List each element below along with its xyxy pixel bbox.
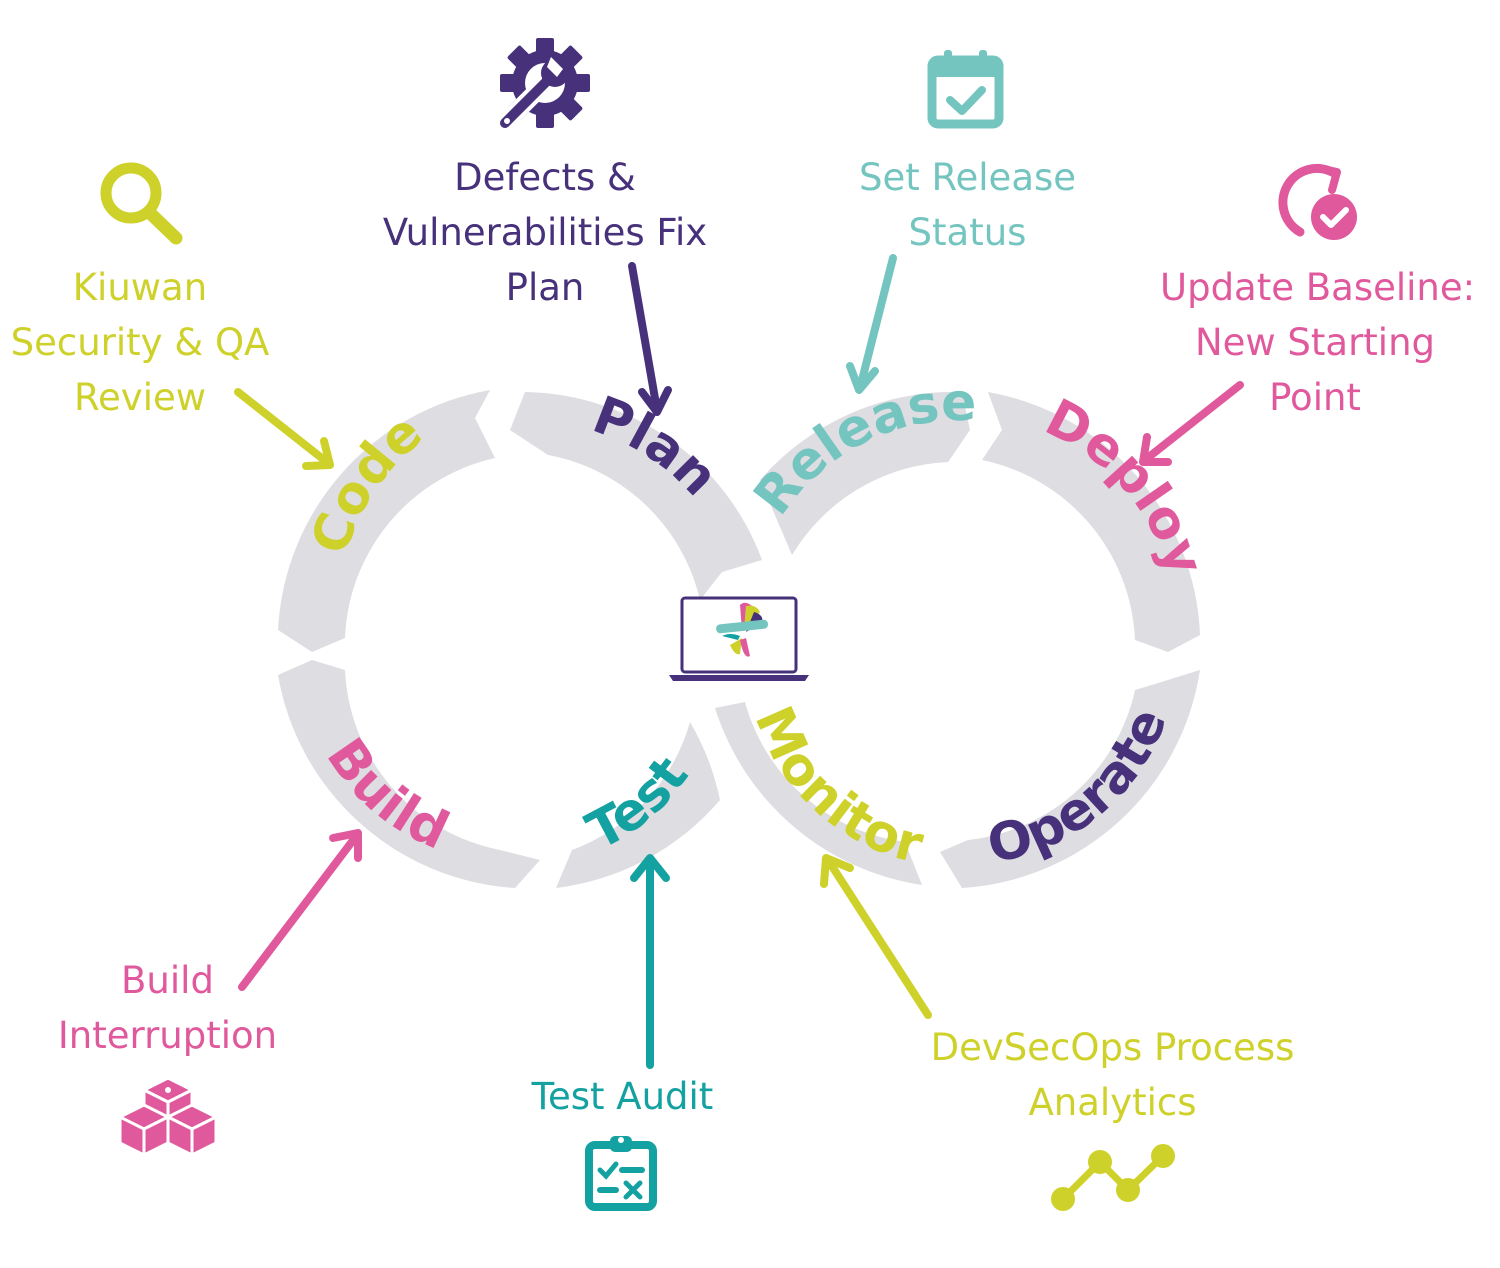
annotation-fix-plan-line: Defects & [454,156,636,199]
arrow-analytics [820,854,932,1019]
annotation-baseline: Update Baseline: New Starting Point [1160,260,1476,425]
segment-deploy [982,392,1200,652]
stacked-cubes-icon [116,1076,220,1158]
line-chart-icon [1051,1144,1175,1211]
annotation-review-line: Kiuwan [72,266,208,309]
annotation-release-status: Set Release Status [840,150,1095,260]
annotation-release-status-line: Status [908,211,1027,254]
annotation-test-audit-line: Test Audit [531,1075,714,1118]
segment-code [278,390,495,652]
annotation-test-audit: Test Audit [515,1069,730,1124]
segment-monitor [715,702,922,885]
annotation-review-line: Review [73,376,206,419]
annotation-analytics: DevSecOps Process Analytics [930,1020,1295,1130]
annotation-analytics-line: DevSecOps Process [930,1026,1295,1069]
annotation-baseline-line: Update Baseline: [1160,266,1476,309]
annotation-baseline-line: New Starting [1194,321,1436,364]
annotation-build-interruption: Build Interruption [50,953,285,1063]
arrow-test-audit [630,854,670,1069]
clipboard-checklist-icon [585,1136,657,1211]
segment-operate [940,670,1200,888]
annotation-fix-plan: Defects & Vulnerabilities Fix Plan [370,150,720,315]
annotation-build-interruption-line: Build [121,959,214,1002]
annotation-release-status-line: Set Release [858,156,1077,199]
annotation-fix-plan-line: Plan [505,266,585,309]
refresh-check-icon [1278,163,1357,240]
arrow-release-status [846,254,897,394]
gear-wrench-icon [496,38,590,132]
segment-release [760,391,970,555]
annotation-fix-plan-line: Vulnerabilities Fix [382,211,708,254]
arrow-review [234,388,334,470]
segment-test [556,722,720,888]
annotation-review: Kiuwan Security & QA Review [10,260,270,425]
annotation-build-interruption-line: Interruption [57,1014,278,1057]
segment-build [278,660,540,888]
annotation-baseline-line: Point [1269,376,1361,419]
segment-plan [510,392,762,600]
magnifier-icon [100,162,183,245]
annotation-review-line: Security & QA [10,321,270,364]
calendar-check-icon [927,50,1004,129]
laptop-logo-icon [669,596,809,681]
arrow-build-interruption [238,829,362,991]
arrow-baseline [1139,381,1244,466]
arrow-fix-plan [628,262,672,416]
annotation-analytics-line: Analytics [1028,1081,1197,1124]
